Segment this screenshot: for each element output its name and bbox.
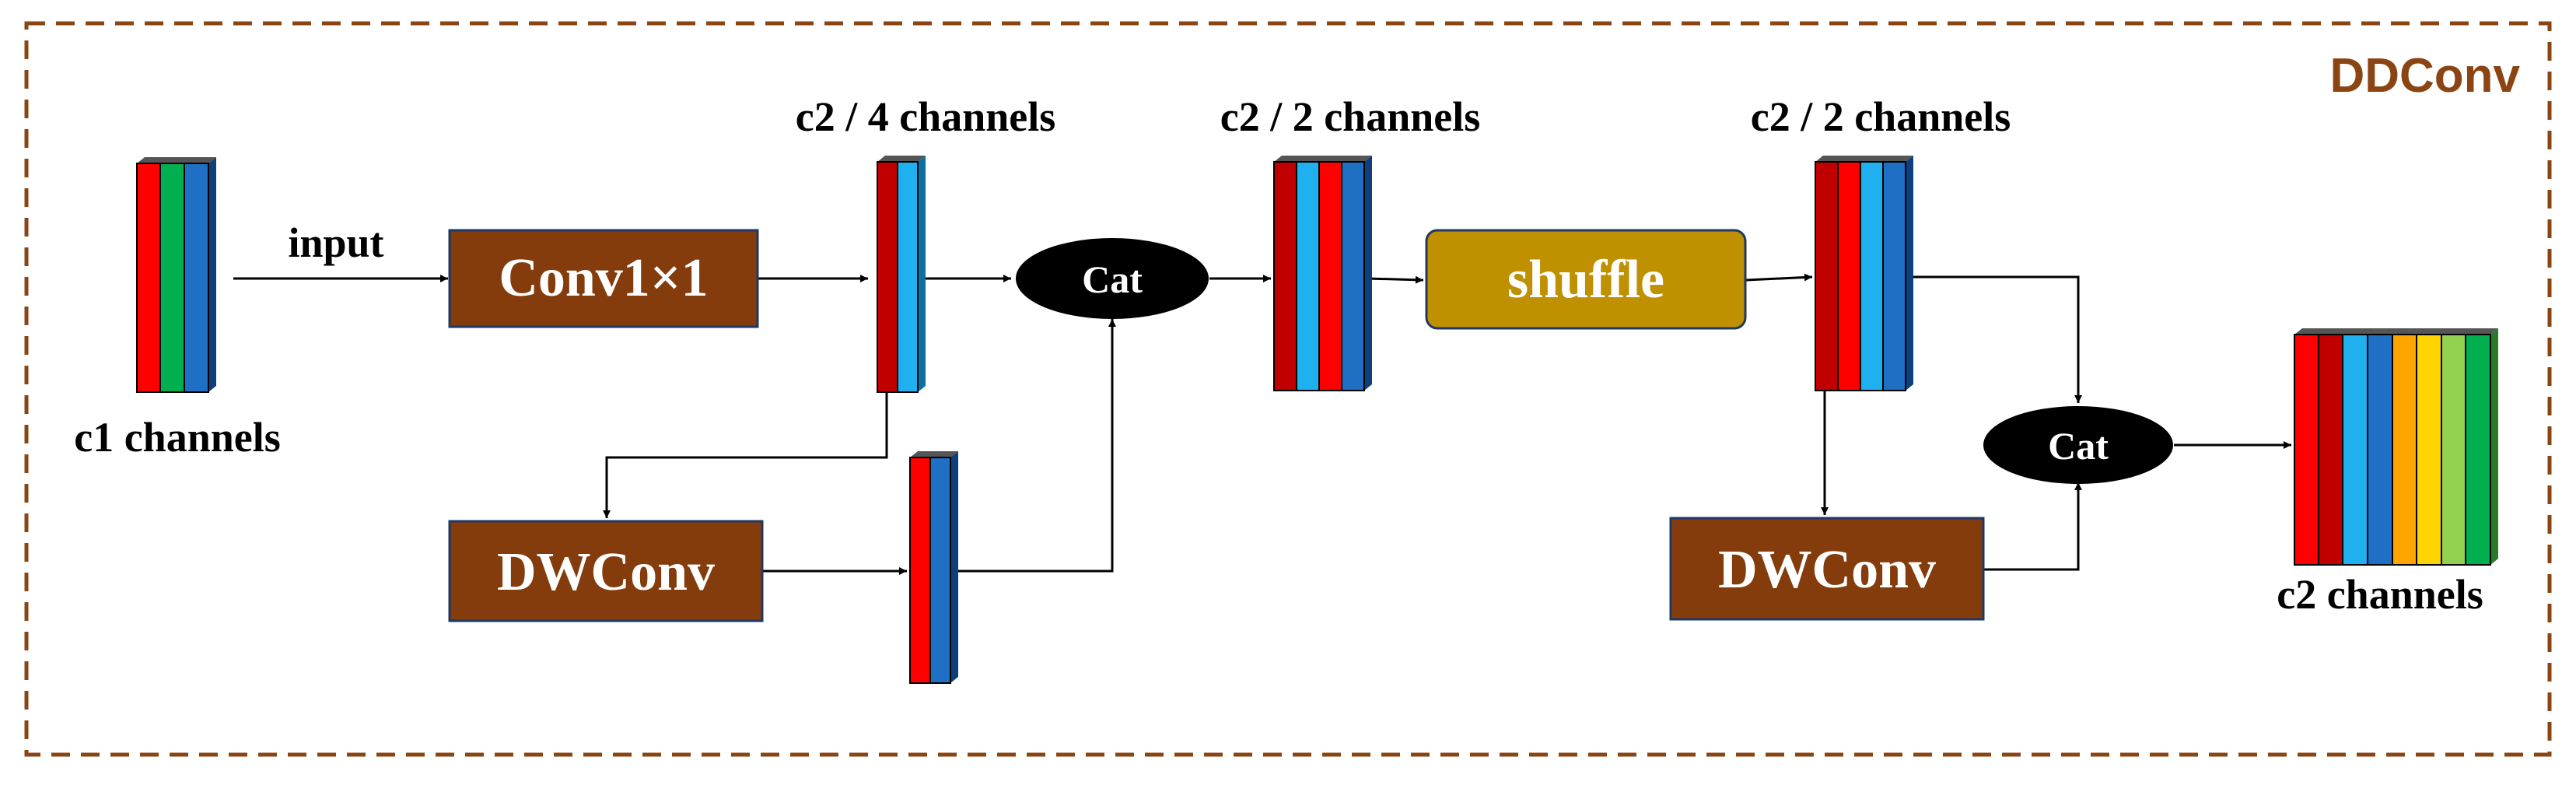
- dwconv-block-1: DWConv: [448, 520, 764, 622]
- c2-half-channels-label-b: c2 / 2 channels: [1751, 93, 2011, 140]
- cat-node-1: Cat: [1016, 238, 1209, 319]
- tensor-c2-quarter: [877, 156, 926, 393]
- cat-node-2: Cat: [1983, 406, 2173, 484]
- arrow-tensor-to-cat2: [1913, 275, 2082, 403]
- c2-half-channels-label-a: c2 / 2 channels: [1220, 93, 1481, 140]
- c2-channels-label: c2 channels: [2277, 571, 2483, 618]
- conv1x1-block: Conv1×1: [448, 229, 759, 328]
- arrow-tensor-to-dwconv1: [603, 389, 888, 518]
- tensor-dwconv1-out: [909, 451, 958, 684]
- arrow-tensor-to-cat1-up: [955, 319, 1116, 573]
- arrow-shuffle-to-tensor: [1745, 273, 1813, 282]
- shuffle-block: shuffle: [1425, 229, 1747, 330]
- module-title: DDConv: [2329, 49, 2520, 103]
- dwconv-1-label: DWConv: [497, 542, 715, 602]
- tensor-c1: [136, 157, 216, 393]
- dwconv-2-label: DWConv: [1718, 540, 1936, 600]
- shuffle-label: shuffle: [1507, 250, 1664, 310]
- connectors: [233, 273, 2291, 575]
- dwconv-block-2: DWConv: [1669, 517, 1985, 621]
- tensor-c2-half-a: [1273, 156, 1372, 391]
- tensor-c2-half-b: [1815, 156, 1913, 391]
- arrow-dwconv2-to-cat2: [1983, 482, 2082, 571]
- arrow-tensor-to-shuffle: [1367, 275, 1424, 284]
- tensor-c2-output: [2294, 328, 2498, 566]
- input-label: input: [288, 219, 383, 266]
- c2-quarter-channels-label: c2 / 4 channels: [796, 93, 1056, 140]
- cat-1-label: Cat: [1082, 258, 1143, 301]
- cat-2-label: Cat: [2048, 424, 2109, 468]
- c1-channels-label: c1 channels: [74, 414, 281, 461]
- conv1x1-label: Conv1×1: [499, 248, 708, 308]
